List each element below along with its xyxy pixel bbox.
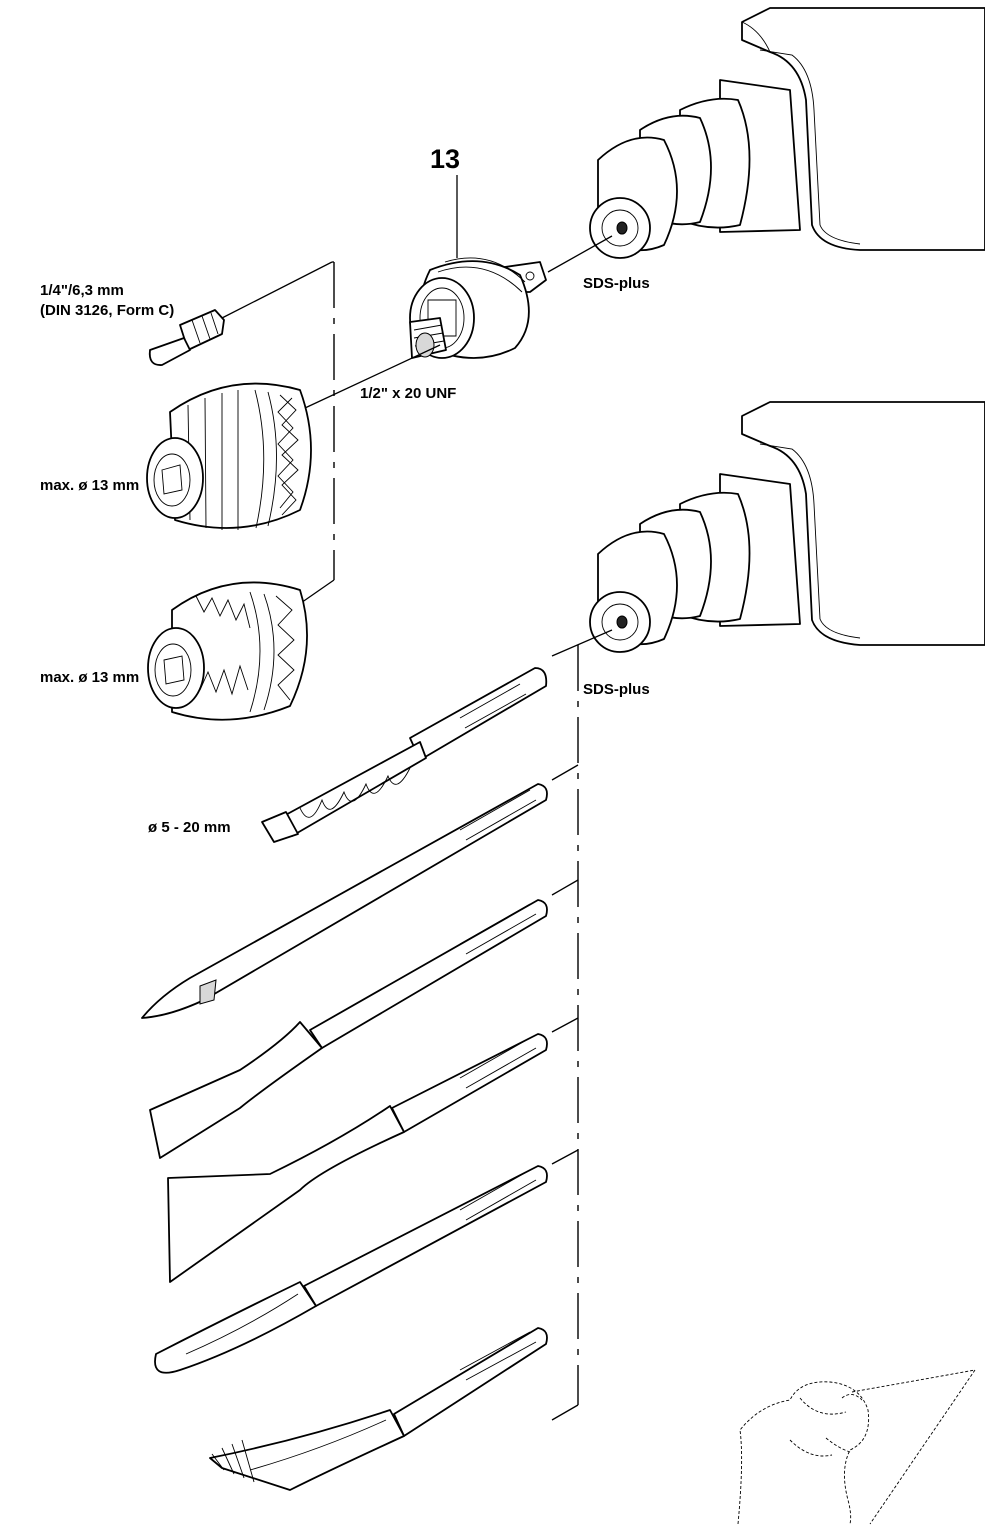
keyless-chuck-capacity-label: max. ø 13 mm	[40, 477, 139, 494]
screwdriver-bit	[148, 261, 333, 366]
drill-bit-range-label: ø 5 - 20 mm	[148, 819, 231, 836]
flat-chisel	[149, 899, 548, 1159]
hammer-drill-top	[589, 7, 985, 259]
part-number-label: 13	[430, 144, 460, 174]
key-type-chuck	[147, 581, 308, 721]
chuck-adapter	[409, 175, 547, 359]
hammer-drill-bit	[261, 667, 548, 843]
pointed-chisel	[141, 783, 548, 1019]
bit-standard-label: (DIN 3126, Form C)	[40, 302, 174, 319]
sds-plus-label-top: SDS-plus	[583, 275, 650, 292]
key-chuck-capacity-label: max. ø 13 mm	[40, 669, 139, 686]
keyless-chuck	[146, 382, 312, 530]
comb-chisel	[209, 1327, 548, 1491]
thread-label: 1/2" x 20 UNF	[360, 385, 456, 402]
gouge-chisel	[154, 1165, 548, 1374]
sds-plus-label-bottom: SDS-plus	[583, 681, 650, 698]
wide-flat-chisel	[167, 1033, 548, 1283]
hand-icon	[737, 1369, 976, 1525]
hammer-drill-bottom	[589, 401, 985, 653]
bit-size-label: 1/4"/6,3 mm	[40, 282, 124, 299]
